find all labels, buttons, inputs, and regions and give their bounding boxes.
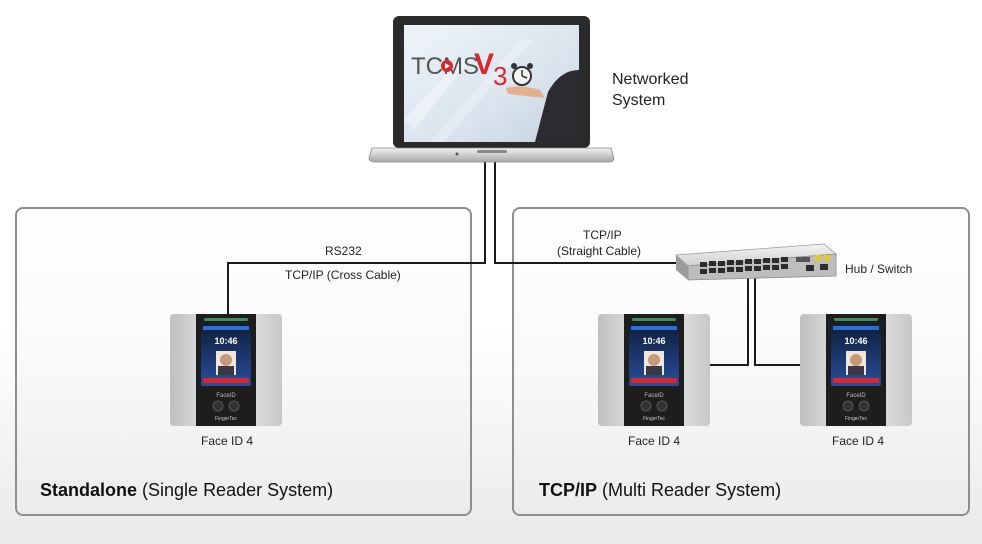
- device-label-standalone: Face ID 4: [201, 434, 254, 448]
- switch-to-device-2-cable: [754, 278, 800, 366]
- standalone-title-bold: Standalone: [40, 480, 138, 500]
- hub-switch-label: Hub / Switch: [845, 262, 913, 276]
- straight-cable-label: (Straight Cable): [557, 244, 642, 258]
- networked-system-caption: Networked System: [612, 69, 688, 111]
- networked-caption-line1: Networked: [612, 71, 689, 88]
- face-id-device-2: [799, 313, 913, 427]
- device-label-1: Face ID 4: [628, 434, 681, 448]
- rs232-label: RS232: [325, 244, 362, 258]
- tcpip-title-rest: (Multi Reader System): [602, 480, 782, 500]
- standalone-title-rest: (Single Reader System): [142, 480, 334, 500]
- standalone-cable: [227, 160, 486, 316]
- logo-text-v: V: [474, 48, 494, 81]
- tcpip-title-bold: TCP/IP: [539, 480, 598, 500]
- networked-caption-line2: System: [612, 92, 666, 109]
- tcpip-cable-label: TCP/IP: [583, 228, 622, 242]
- standalone-title: Standalone (Single Reader System): [40, 480, 333, 501]
- logo-text-3: 3: [493, 61, 507, 91]
- switch-to-device-1-cable: [708, 278, 749, 366]
- cross-cable-label: TCP/IP (Cross Cable): [285, 268, 401, 282]
- face-id-device-standalone: [169, 313, 283, 427]
- device-label-2: Face ID 4: [832, 434, 885, 448]
- face-id-device-1: [597, 313, 711, 427]
- network-cable: [494, 160, 680, 264]
- tcpip-title: TCP/IP (Multi Reader System): [539, 480, 781, 501]
